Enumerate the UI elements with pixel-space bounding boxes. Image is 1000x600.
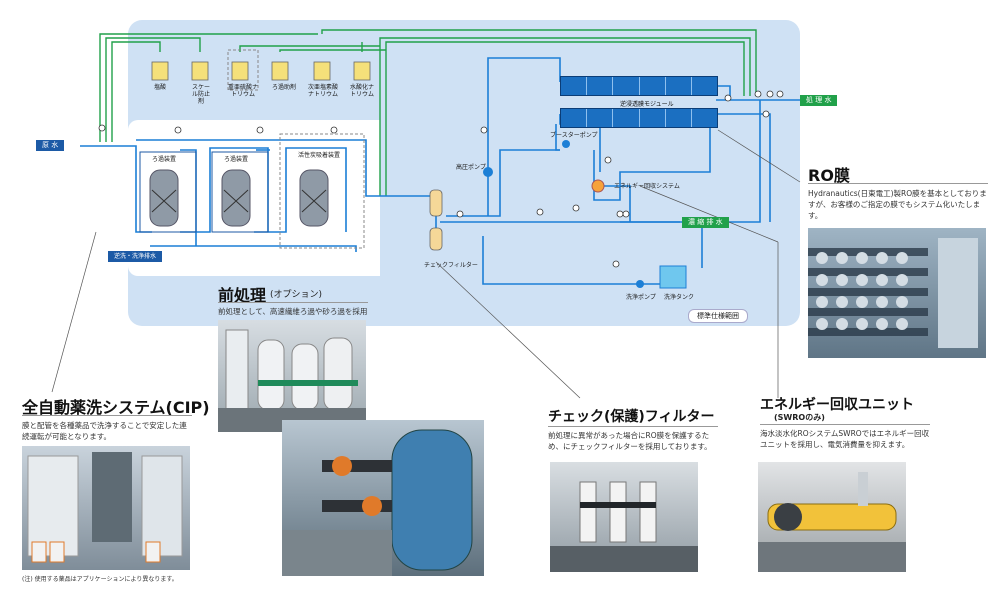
concentrate-drain-label: 濃 縮 排 水 <box>682 217 729 228</box>
erd-title: エネルギー回収ユニット <box>760 397 914 413</box>
pretreatment-photo <box>218 320 366 432</box>
pretreatment-subtitle: (オプション) <box>270 290 323 300</box>
filter-vessels <box>149 169 329 227</box>
cip-photo <box>22 446 190 570</box>
wash-pump-label: 洗浄ポンプ <box>626 294 656 301</box>
wash-tank-shape <box>659 265 687 289</box>
erd-text: 海水淡水化ROシステムSWROではエネルギー回収ユニットを採用し、電気消費量を抑… <box>760 429 930 449</box>
hp-pump-label: 高圧ポンプ <box>456 164 486 171</box>
check-filter-vessels <box>429 189 443 251</box>
raw-water-label: 原 水 <box>36 140 65 151</box>
erd-shape <box>591 179 605 193</box>
wash-tank-label: 洗浄タンク <box>664 294 695 301</box>
pretreatment-title: 前処理 <box>218 286 267 305</box>
chem-6-label: 水酸化ナトリウム <box>349 84 374 98</box>
chemical-tanks <box>151 61 371 81</box>
check-filter-label: チェックフィルター <box>424 262 478 269</box>
erd-system-label: エネルギー回収システム <box>614 183 680 190</box>
chem-1-label: 塩酸 <box>154 84 167 91</box>
chem-5-label: 次亜塩素酸ナトリウム <box>308 84 339 98</box>
ro-rule <box>808 183 988 184</box>
filter-2-label: ろ過装置 <box>224 156 249 163</box>
standard-scope-label: 標準仕様範囲 <box>688 309 748 323</box>
ro-text: Hydranautics(日東電工)製RO膜を基本としておりますが、お客様のご指… <box>808 189 987 220</box>
treated-water-label: 処 理 水 <box>800 95 838 106</box>
ro-module-label: 逆浸透膜モジュール <box>620 101 674 108</box>
backwash-drain-label: 逆洗・洗浄排水 <box>108 251 163 262</box>
cip-text: 膜と配管を各種薬品で洗浄することで安定した連続運転が可能となります。 <box>22 421 187 441</box>
chem-2-label: スケール防止剤 <box>191 84 210 105</box>
ro-photo <box>808 228 986 358</box>
leader-lines <box>51 129 801 399</box>
pretreatment-photo-2 <box>282 420 484 576</box>
check-filter-photo <box>550 462 698 572</box>
pumps <box>483 140 644 288</box>
process-lines <box>80 57 800 285</box>
cip-rule <box>22 415 192 416</box>
filter-1-label: ろ過装置 <box>152 156 177 163</box>
chem-3-label: 重亜硫酸ナトリウム <box>228 84 259 98</box>
chem-4-label: ろ過助剤 <box>272 84 297 91</box>
check-filter-title: チェック(保護)フィルター <box>548 409 715 425</box>
check-filter-rule <box>548 426 718 427</box>
erd-rule <box>760 424 930 425</box>
erd-photo <box>758 462 906 572</box>
carbon-filter-frame <box>279 133 365 249</box>
filter-frames <box>139 151 269 233</box>
erd-subtitle: (SWROのみ) <box>774 413 825 422</box>
dashed-chem-frame <box>227 49 259 91</box>
cip-title: 全自動薬洗システム(CIP) <box>22 398 210 417</box>
ro-module-top <box>560 76 718 96</box>
pretreatment-rule <box>218 302 368 303</box>
pretreatment-text: 前処理として、高速繊維ろ過や砂ろ過を採用 <box>218 307 368 316</box>
check-filter-text: 前処理に異常があった場合にRO膜を保護するため、にチェックフィルターを採用してお… <box>548 431 712 451</box>
filter-3-label: 活性炭吸着装置 <box>298 152 341 159</box>
ro-module-bottom <box>560 108 718 128</box>
cip-note: (注) 使用する薬品はアプリケーションにより異なります。 <box>22 576 178 583</box>
gauges <box>98 90 784 268</box>
booster-pump-label: ブースターポンプ <box>550 132 598 139</box>
ro-title: RO膜 <box>808 166 850 185</box>
chemical-lines <box>99 29 757 196</box>
